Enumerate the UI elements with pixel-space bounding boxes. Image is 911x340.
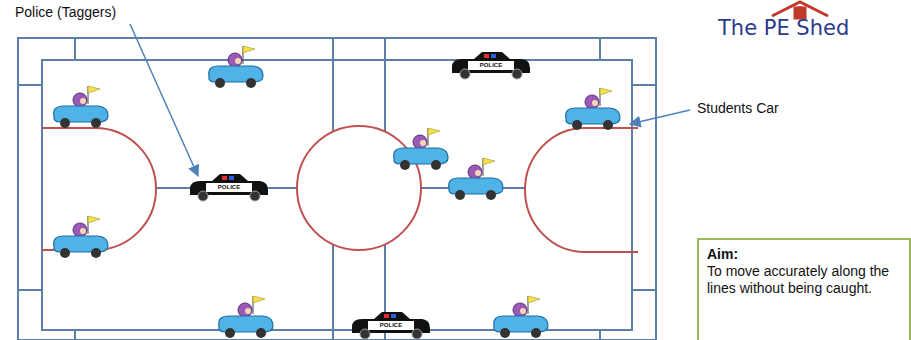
cars: [54, 46, 620, 339]
student-car: [54, 86, 108, 128]
car-text: POLICE: [218, 184, 240, 191]
court-lines: [18, 38, 656, 340]
student-car: [566, 88, 620, 130]
car-text: POLICE: [480, 62, 502, 69]
student-car: [209, 46, 263, 88]
student-car: [219, 296, 273, 338]
leader-lines: [130, 24, 690, 176]
role-label: Police (Taggers): [15, 4, 116, 20]
student-car: [394, 128, 448, 170]
student-car: [449, 158, 503, 200]
student-car: [54, 216, 108, 258]
police-car: [452, 52, 530, 79]
aim-heading: Aim:: [707, 246, 901, 263]
car-text: POLICE: [380, 322, 402, 329]
logo-text: The PE Shed: [718, 16, 849, 40]
aim-box: Aim:To move accurately along the lines w…: [697, 238, 911, 340]
aim-text: To move accurately along the lines witho…: [707, 263, 901, 297]
police-car: [352, 312, 430, 339]
role-label: Students Car: [697, 100, 779, 116]
court-circles: [42, 126, 638, 252]
student-car: [494, 296, 548, 338]
logo-mark: [772, 2, 828, 18]
police-car: [190, 174, 268, 201]
